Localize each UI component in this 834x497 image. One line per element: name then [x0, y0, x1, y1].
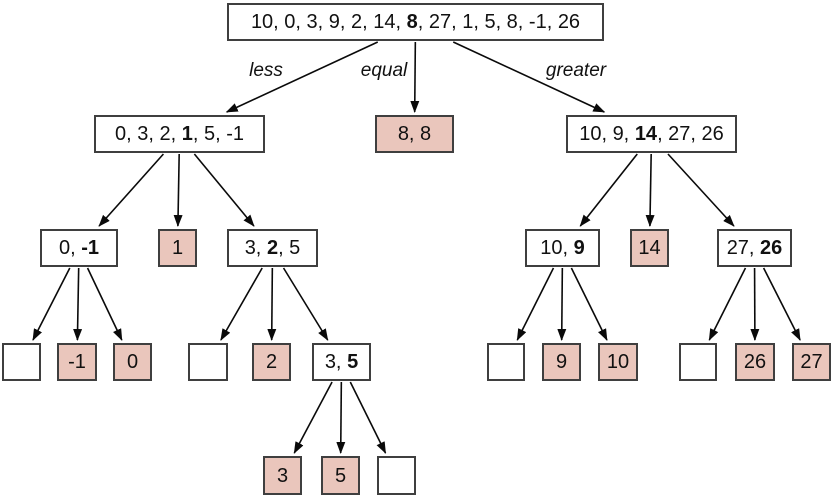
- tree-node-l5-c: [377, 456, 416, 495]
- edge-l3-f-l4-l: [762, 267, 801, 341]
- tree-node-l4-f: 3, 5: [312, 343, 371, 381]
- node-text: 0, 3, 2,: [115, 123, 182, 145]
- edge-root-l2-equal-equal: [410, 41, 420, 113]
- tree-node-l5-a: 3: [263, 456, 302, 495]
- node-text: 27: [800, 351, 823, 373]
- tree-node-l4-b: -1: [57, 343, 97, 381]
- edge-l3-d-l4-g: [516, 267, 555, 341]
- node-text: 9: [555, 351, 568, 373]
- edge-l2-less-l3-b: [173, 153, 183, 227]
- edge-l2-greater-l3-f: [667, 153, 735, 227]
- node-text: 3: [276, 464, 289, 487]
- edge-l3-c-l4-e: [267, 267, 277, 341]
- node-text: 14: [634, 123, 658, 145]
- edge-label-less: less: [249, 60, 283, 81]
- tree-node-l2-greater: 10, 9, 14, 27, 26: [566, 115, 737, 153]
- tree-node-l4-a: [2, 343, 41, 381]
- edge-l3-d-l4-h: [557, 267, 567, 341]
- edge-l3-a-l4-b: [73, 267, 83, 341]
- tree-node-l4-g: [487, 343, 525, 381]
- edge-root-l2-greater-greater: [452, 41, 606, 113]
- edge-label-greater: greater: [545, 60, 607, 81]
- tree-node-l4-i: 10: [598, 343, 638, 381]
- edge-l3-f-l4-j: [708, 267, 747, 341]
- node-text: 10, 0, 3, 9, 2, 14,: [250, 11, 407, 33]
- node-text: 8: [406, 11, 418, 33]
- tree-node-l4-k: 26: [735, 343, 775, 381]
- node-text: 27,: [726, 237, 761, 259]
- edge-root-l2-less-less: [225, 41, 379, 113]
- tree-node-root: 10, 0, 3, 9, 2, 14, 8, 27, 1, 5, 8, -1, …: [227, 3, 604, 41]
- edge-label-equal: equal: [360, 60, 408, 81]
- edge-l3-c-l4-f: [282, 267, 329, 341]
- node-text: 10,: [540, 237, 574, 259]
- tree-node-l5-b: 5: [321, 456, 360, 495]
- node-text: 5: [347, 351, 359, 373]
- edge-l3-d-l4-i: [570, 267, 608, 341]
- node-text: -1: [68, 351, 86, 373]
- tree-node-l4-j: [679, 343, 717, 381]
- node-text: 0,: [58, 237, 82, 259]
- node-text: 3,: [244, 237, 267, 259]
- node-text: 1: [181, 123, 193, 145]
- tree-node-l3-a: 0, -1: [40, 229, 118, 267]
- node-text: 9: [573, 237, 585, 259]
- node-text: 0: [126, 351, 139, 373]
- tree-node-l4-d: [188, 343, 228, 381]
- edge-l2-greater-l3-d: [579, 153, 638, 227]
- tree-node-l3-d: 10, 9: [525, 229, 600, 267]
- node-text: 3,: [324, 351, 348, 373]
- tree-node-l4-h: 9: [542, 343, 581, 381]
- tree-node-l2-less: 0, 3, 2, 1, 5, -1: [94, 115, 265, 153]
- node-text: 14: [638, 237, 661, 259]
- edge-l4-f-l5-c: [349, 381, 387, 454]
- node-text: 26: [760, 237, 783, 259]
- tree-node-l3-c: 3, 2, 5: [227, 229, 318, 267]
- tree-node-l2-equal: 8, 8: [375, 115, 454, 153]
- node-text: 2: [266, 237, 279, 259]
- node-text: 10, 9,: [579, 123, 635, 145]
- node-text: , 27, 26: [657, 123, 724, 145]
- node-text: 1: [171, 237, 184, 259]
- node-text: , 5: [278, 237, 301, 259]
- edge-l2-less-l3-c: [193, 153, 255, 227]
- tree-node-l3-e: 14: [630, 229, 669, 267]
- edge-l3-a-l4-c: [86, 267, 123, 341]
- node-text: 2: [265, 351, 278, 373]
- node-text: 8, 8: [397, 123, 432, 145]
- node-text: 10: [606, 351, 630, 373]
- edge-l3-c-l4-d: [220, 267, 263, 341]
- tree-node-l4-e: 2: [252, 343, 291, 381]
- node-text: 26: [743, 351, 767, 373]
- edge-l2-less-l3-a: [98, 153, 165, 227]
- tree-node-l3-f: 27, 26: [717, 229, 792, 267]
- tree-node-l3-b: 1: [158, 229, 197, 267]
- edge-l2-greater-l3-e: [645, 153, 655, 227]
- node-text: -1: [81, 237, 100, 259]
- tree-node-l4-l: 27: [792, 343, 831, 381]
- edge-l4-f-l5-a: [293, 381, 333, 454]
- node-text: , 27, 1, 5, 8, -1, 26: [417, 11, 581, 33]
- node-text: , 5, -1: [192, 123, 244, 145]
- edge-l4-f-l5-b: [336, 381, 346, 454]
- node-text: 5: [334, 464, 347, 487]
- edge-l3-a-l4-a: [32, 267, 71, 341]
- tree-node-l4-c: 0: [113, 343, 152, 381]
